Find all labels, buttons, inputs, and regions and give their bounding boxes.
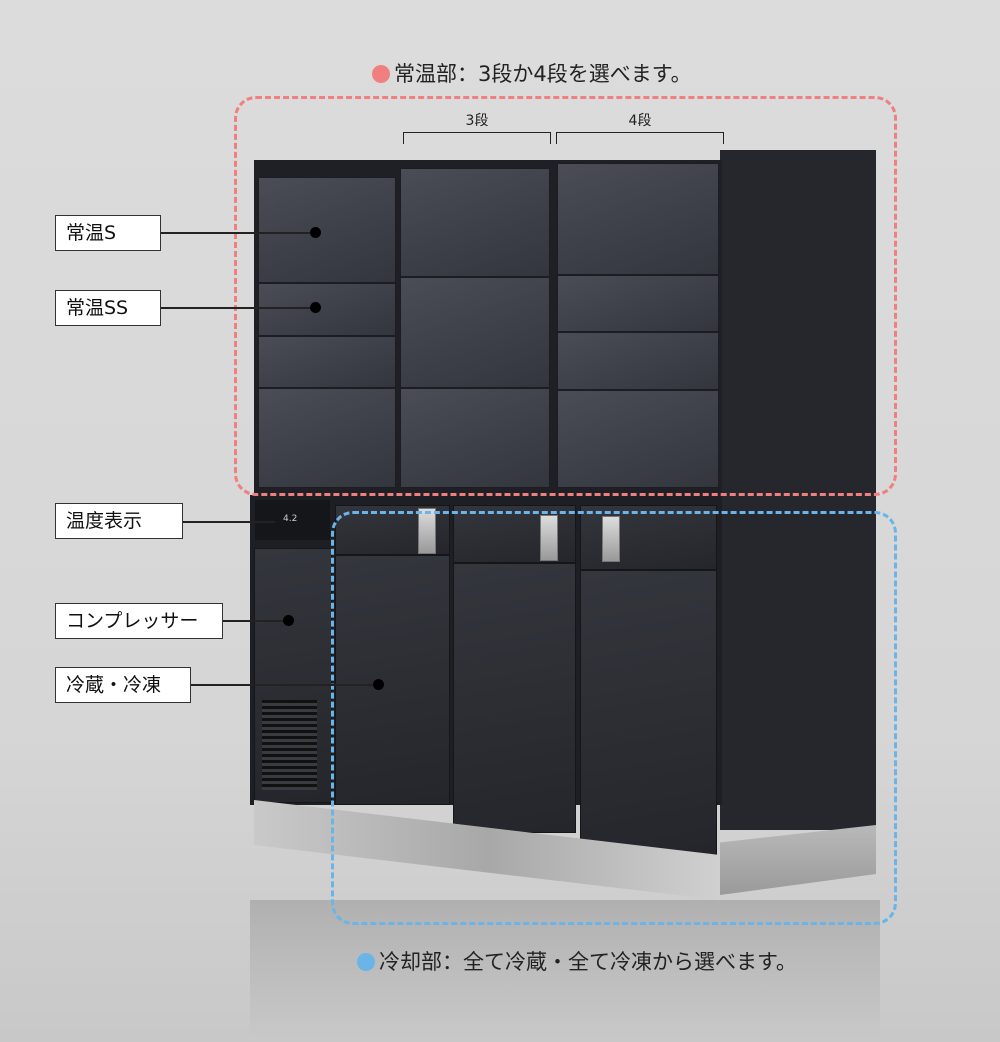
bracket-3 — [403, 132, 551, 144]
door-handle — [602, 516, 620, 562]
ambient-section-caption: 常温部：3段か4段を選べます。 — [372, 58, 692, 88]
cooling-section-caption: 冷却部：全て冷蔵・全て冷凍から選べます。 — [357, 946, 797, 976]
label-fridge-freezer: 冷蔵・冷凍 — [55, 667, 191, 703]
locker-door — [557, 163, 719, 275]
locker-door — [557, 332, 719, 390]
cooling-region-outline — [331, 511, 897, 925]
door-handle — [540, 515, 558, 561]
locker-door — [400, 168, 550, 277]
blue-dot-icon — [357, 953, 375, 971]
locker-door — [557, 275, 719, 332]
leader-line — [183, 521, 275, 523]
locker-door — [400, 388, 550, 488]
bracket-4 — [556, 132, 724, 144]
ambient-caption-text: 常温部：3段か4段を選べます。 — [394, 62, 692, 86]
cooled-door — [453, 563, 576, 833]
pink-dot-icon — [372, 65, 390, 83]
cooling-caption-text: 冷却部：全て冷蔵・全て冷凍から選べます。 — [379, 950, 797, 974]
ambient-region-outline — [234, 96, 897, 496]
cooled-door — [580, 570, 717, 855]
locker-door — [258, 388, 396, 488]
cooled-door — [335, 555, 450, 805]
locker-door — [557, 390, 719, 488]
bracket-label-4: 4段 — [628, 113, 652, 129]
vent-grille — [262, 700, 317, 790]
locker-door — [258, 283, 396, 336]
label-temperature-display: 温度表示 — [55, 503, 183, 539]
door-handle — [418, 508, 436, 554]
pointer-dot — [310, 302, 321, 313]
temperature-display: 4.2 — [255, 500, 330, 540]
locker-door — [258, 177, 396, 283]
pointer-dot — [373, 679, 384, 690]
label-ambient-ss: 常温SS — [55, 290, 161, 326]
pointer-dot — [310, 227, 321, 238]
locker-door — [400, 277, 550, 388]
locker-door — [258, 336, 396, 388]
label-compressor: コンプレッサー — [55, 603, 223, 639]
leader-line — [191, 684, 378, 686]
leader-line — [161, 307, 315, 309]
leader-line — [161, 232, 315, 234]
bracket-label-3: 3段 — [465, 113, 489, 129]
label-ambient-s: 常温S — [55, 215, 161, 251]
side-panel — [720, 150, 876, 830]
pointer-dot — [283, 615, 294, 626]
temperature-readout: 4.2 — [283, 514, 298, 524]
leader-line — [223, 620, 288, 622]
